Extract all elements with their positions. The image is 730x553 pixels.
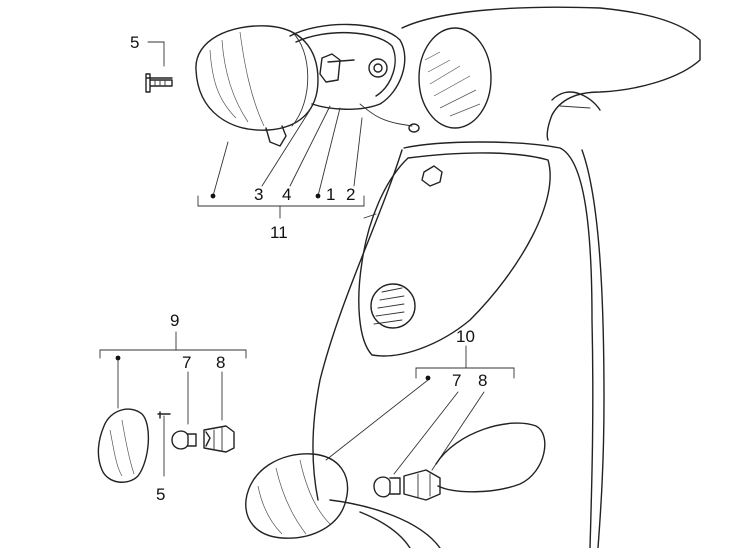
label-4: 4 (282, 185, 292, 204)
label-2: 2 (346, 185, 356, 204)
label-10-group: 10 (456, 327, 475, 346)
rear-indicator-parts (245, 422, 546, 539)
label-8-rear-holder: 8 (478, 371, 488, 390)
label-1: 1 (326, 185, 336, 204)
label-5-headlight-screw: 5 (130, 33, 140, 52)
label-3: 3 (254, 185, 264, 204)
label-5-front-screw: 5 (156, 485, 166, 504)
headlight-assembly (99, 23, 515, 477)
label-9-group: 9 (170, 311, 180, 330)
label-7-rear-bulb: 7 (452, 371, 462, 390)
scooter-body (312, 6, 701, 549)
label-7-front-bulb: 7 (182, 353, 192, 372)
front-indicator-parts (97, 408, 235, 483)
label-11-group: 11 (270, 223, 288, 242)
label-8-front-holder: 8 (216, 353, 226, 372)
